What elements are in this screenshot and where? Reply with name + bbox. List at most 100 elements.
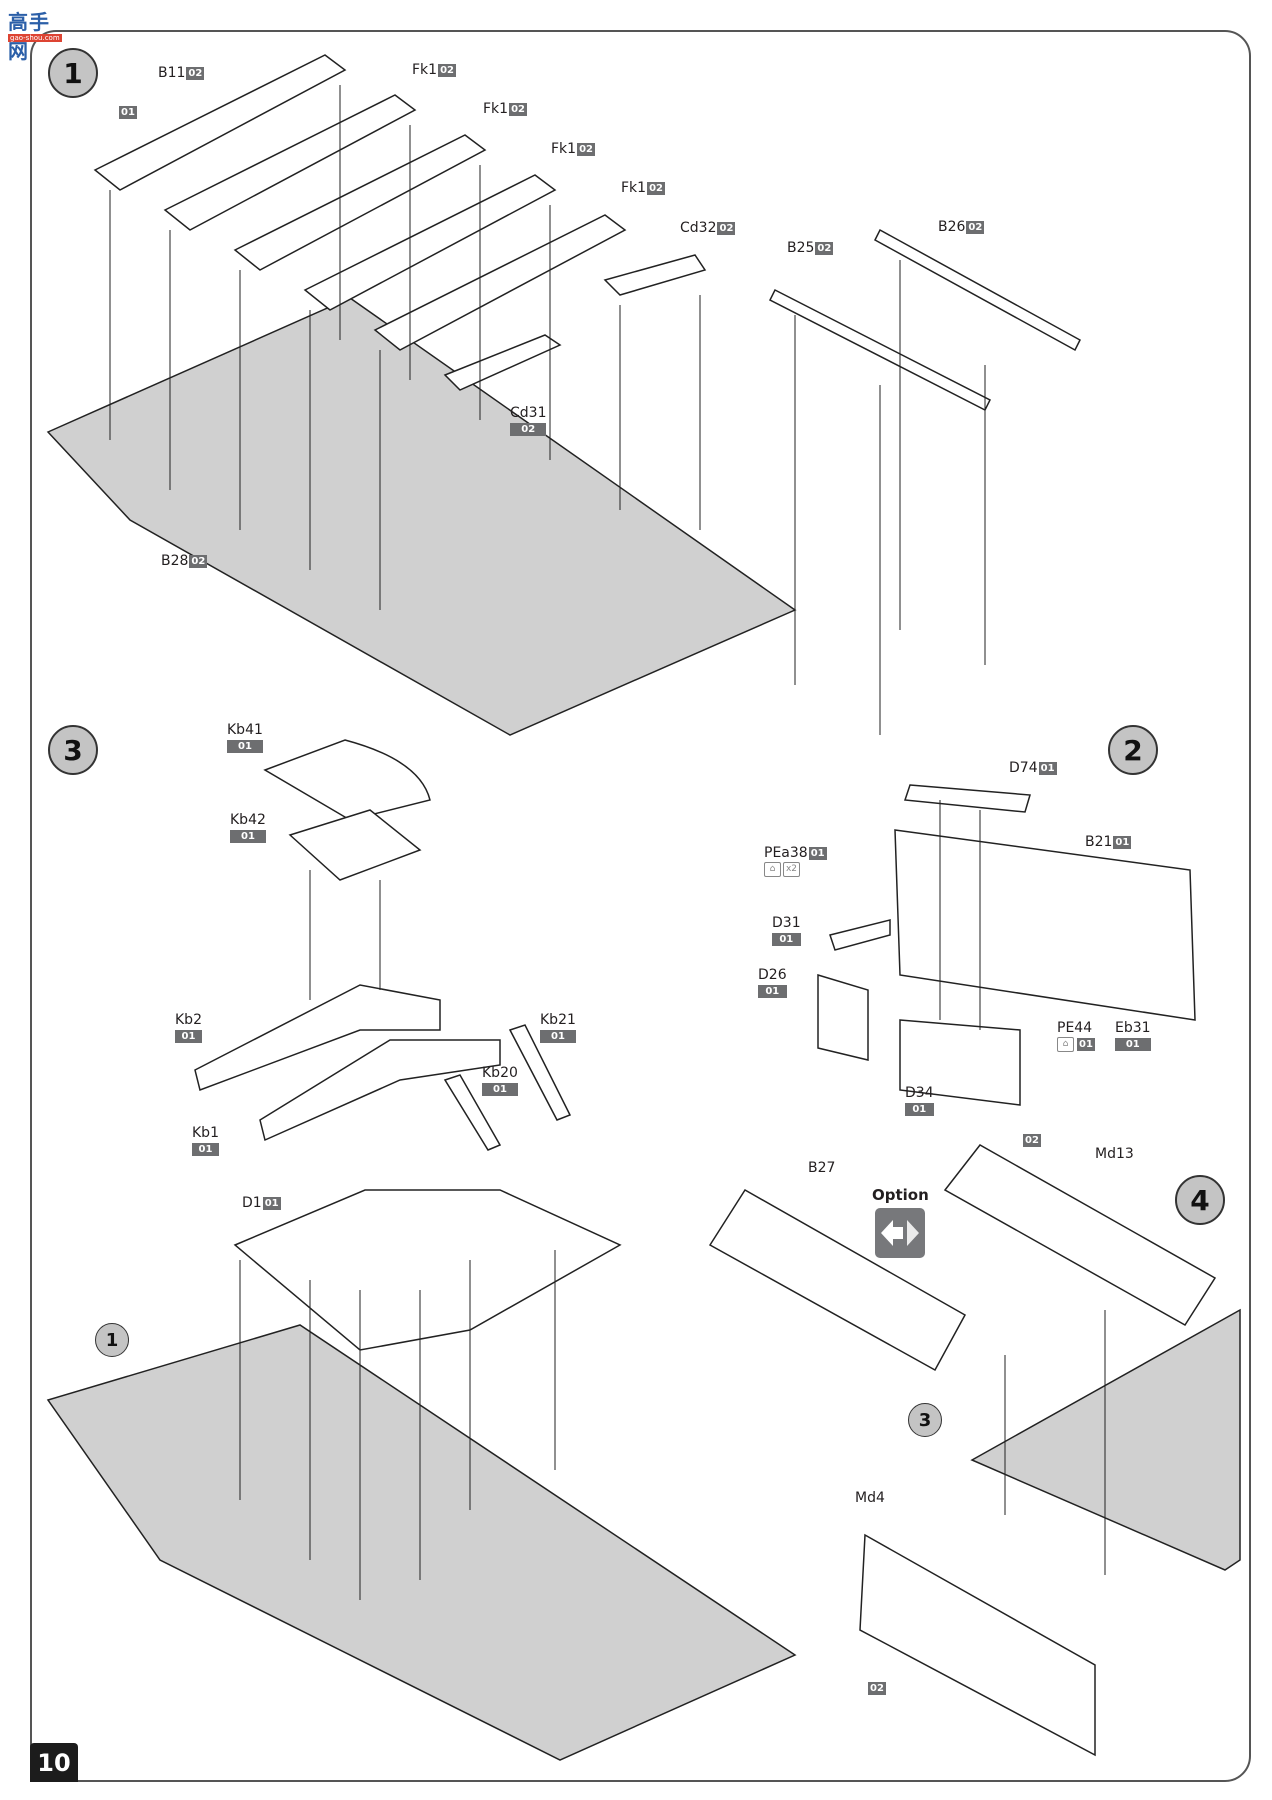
step-number-2: 2 xyxy=(1108,725,1158,775)
part-number: Eb31 xyxy=(1115,1020,1151,1036)
part-number: B26 xyxy=(938,219,966,235)
part-label-pe44: PE44⌂01 xyxy=(1057,1020,1095,1052)
watermark-url: gao-shou.com xyxy=(8,34,62,42)
part-number: D74 xyxy=(1009,760,1038,776)
drawer-d26 xyxy=(817,973,869,1061)
part-label-md4-sprue: 02 xyxy=(867,1680,886,1696)
step-number-4: 4 xyxy=(1175,1175,1225,1225)
floor-d1 xyxy=(233,1189,622,1351)
hull-floor-plate xyxy=(46,297,797,736)
sprue-badge: 01 xyxy=(175,1030,202,1043)
subassembly-ref-1: 1 xyxy=(95,1323,129,1357)
part-label-sprue-01: 01 xyxy=(118,104,137,120)
part-number: Fk1 xyxy=(621,180,647,196)
sprue-badge: 01 xyxy=(808,847,827,860)
sprue-badge: 01 xyxy=(227,740,263,753)
sprue-badge: 02 xyxy=(1023,1134,1041,1147)
torsion-bar-3 xyxy=(303,174,557,311)
sprue-badge: 01 xyxy=(1077,1038,1095,1051)
basket-kb42 xyxy=(288,809,422,881)
part-number: Kb1 xyxy=(192,1125,219,1141)
sprue-badge: 02 xyxy=(815,242,834,255)
part-number: D34 xyxy=(905,1085,934,1101)
sprue-badge: 02 xyxy=(509,103,527,116)
part-number: Fk1 xyxy=(412,62,438,78)
sprue-badge: 02 xyxy=(966,221,985,234)
sprue-badge: 01 xyxy=(119,106,137,119)
quantity-badge: x2 xyxy=(783,861,800,877)
sprue-badge: 02 xyxy=(189,555,208,568)
frame-kb1 xyxy=(259,1039,501,1142)
bracket-d31 xyxy=(829,919,891,951)
plate-b27 xyxy=(708,1188,967,1372)
sprue-badge: 02 xyxy=(577,143,595,156)
watermark-brand: 高手网 xyxy=(8,10,50,63)
option-swap-icon xyxy=(875,1208,926,1258)
hull-floor-assembled xyxy=(46,1324,797,1761)
turret-ring-kb41 xyxy=(263,739,431,821)
cover-d74 xyxy=(903,784,1031,813)
sprue-badge: 01 xyxy=(1038,762,1057,775)
sprue-badge: 02 xyxy=(438,64,456,77)
sprue-badge: 01 xyxy=(482,1083,518,1096)
arm-cd32 xyxy=(603,254,707,296)
sprue-badge: 01 xyxy=(905,1103,934,1116)
sprue-badge: 02 xyxy=(647,182,665,195)
part-label-md13-sprue: 02 xyxy=(1022,1132,1041,1148)
sprue-badge: 01 xyxy=(540,1030,576,1043)
part-number: B28 xyxy=(161,553,189,569)
plate-md13 xyxy=(943,1144,1217,1327)
part-label-cd31: Cd31 02 xyxy=(510,405,547,436)
part-label-md4: Md4 xyxy=(855,1490,885,1506)
option-label: Option xyxy=(872,1186,929,1204)
photo-etch-icon: ⌂ xyxy=(764,861,781,877)
torsion-bar-4 xyxy=(373,214,627,351)
watermark-logo: 高手网 gao-shou.com xyxy=(8,6,70,63)
part-number: Fk1 xyxy=(483,101,509,117)
sprue-badge: 02 xyxy=(717,222,736,235)
part-number: Kb42 xyxy=(230,812,266,828)
plate-md4 xyxy=(859,1533,1096,1757)
part-number: Cd31 xyxy=(510,405,547,421)
part-number: D26 xyxy=(758,967,787,983)
part-number: Md4 xyxy=(855,1490,885,1506)
page-number: 10 xyxy=(30,1743,78,1782)
sprue-badge: 01 xyxy=(1115,1038,1151,1051)
part-number: Kb41 xyxy=(227,722,263,738)
option-marker: Option xyxy=(872,1186,929,1258)
step-number-3: 3 xyxy=(48,725,98,775)
part-label-eb31: Eb31 01 xyxy=(1115,1020,1151,1051)
part-number: Fk1 xyxy=(551,141,577,157)
torsion-bar-b11 xyxy=(93,54,347,191)
rail-b26 xyxy=(874,228,1081,352)
frame-kb2 xyxy=(194,984,441,1091)
part-number: B11 xyxy=(158,65,186,81)
torsion-bar-2 xyxy=(233,134,487,271)
brace-kb21 xyxy=(508,1024,572,1121)
step-number-1: 1 xyxy=(48,48,98,98)
part-number: Cd32 xyxy=(680,220,717,236)
part-number: B27 xyxy=(808,1160,836,1176)
sprue-badge: 01 xyxy=(758,985,787,998)
sprue-badge: 02 xyxy=(510,423,547,436)
part-number: B21 xyxy=(1085,834,1113,850)
part-number: Kb2 xyxy=(175,1012,202,1028)
part-label-kb41: Kb41 01 xyxy=(227,722,263,753)
